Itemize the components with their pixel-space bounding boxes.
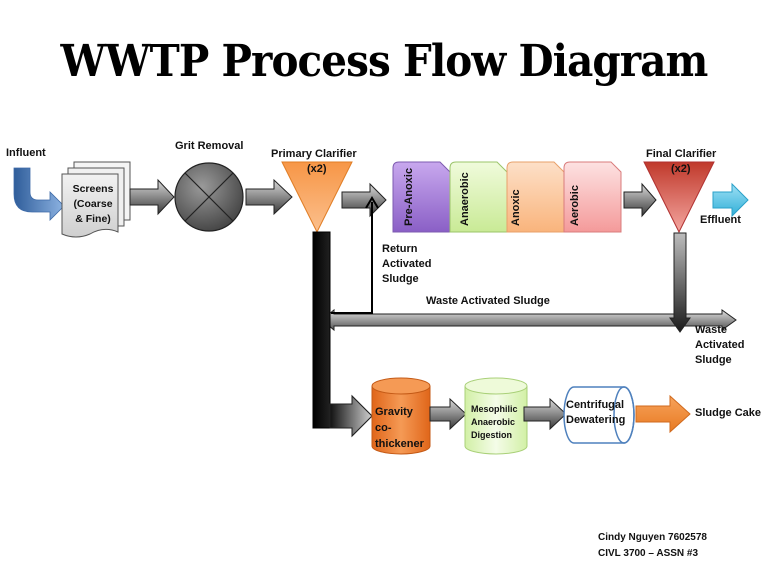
effluent-arrow bbox=[712, 182, 749, 218]
influent-arrow bbox=[13, 167, 65, 221]
screens-label-line: & Fine) bbox=[75, 213, 111, 225]
screens-label-line: (Coarse bbox=[73, 198, 113, 210]
digestion-label-line: Anaerobic bbox=[471, 417, 516, 427]
primary-clarifier-count: (x2) bbox=[307, 163, 327, 175]
basin-label-aerobic: Aerobic bbox=[569, 185, 581, 226]
arrow-primary-to-basins bbox=[341, 182, 387, 218]
arrow-grit-to-primary bbox=[245, 178, 293, 216]
final-clarifier-icon bbox=[643, 161, 715, 234]
primary-clarifier-label: Primary Clarifier bbox=[271, 148, 357, 160]
page-title: WWTP Process Flow Diagram bbox=[60, 36, 709, 87]
primary-clarifier-icon bbox=[281, 161, 353, 234]
digestion-label: Mesophilic Anaerobic Digestion bbox=[471, 403, 518, 442]
screens-label-line: Screens bbox=[72, 183, 114, 195]
return-activated-sludge-line bbox=[331, 202, 373, 314]
was-label-line: Activated bbox=[695, 339, 745, 351]
author-line: Cindy Nguyen 7602578 bbox=[598, 532, 707, 543]
basin-anaerobic bbox=[449, 161, 508, 233]
digestion-label-line: Digestion bbox=[471, 430, 513, 440]
final-clarifier-count: (x2) bbox=[671, 163, 691, 175]
was-label-line: Waste bbox=[695, 324, 727, 336]
dewatering-label-line: Dewatering bbox=[566, 414, 626, 426]
arrow-basins-to-final bbox=[623, 182, 657, 218]
basin-anoxic bbox=[506, 161, 565, 233]
waste-activated-sludge-label: Waste Activated Sludge bbox=[426, 295, 550, 307]
final-clarifier-label: Final Clarifier bbox=[646, 148, 717, 160]
grit-removal-icon bbox=[174, 162, 244, 232]
ras-label-line: Return bbox=[382, 243, 418, 255]
thickener-label-line: co- bbox=[375, 422, 392, 434]
final-clarifier-sludge-pipe bbox=[669, 232, 691, 333]
return-activated-sludge-label: Return Activated Sludge bbox=[382, 242, 432, 287]
grit-removal-label: Grit Removal bbox=[175, 140, 244, 152]
basin-pre-anoxic bbox=[392, 161, 451, 233]
thickener-label-line: Gravity bbox=[375, 406, 413, 418]
basin-label-anoxic: Anoxic bbox=[510, 189, 522, 226]
screens-label: Screens (Coarse & Fine) bbox=[70, 182, 116, 227]
ras-label-line: Activated bbox=[382, 258, 432, 270]
basin-label-pre-anoxic: Pre-Anoxic bbox=[403, 168, 415, 226]
footer: Cindy Nguyen 7602578 CIVL 3700 – ASSN #3 bbox=[598, 530, 707, 562]
screens-icon bbox=[61, 161, 131, 238]
course-line: CIVL 3700 – ASSN #3 bbox=[598, 548, 699, 559]
influent-label: Influent bbox=[6, 147, 46, 159]
arrow-screens-to-grit bbox=[129, 178, 175, 216]
sludge-cake-arrow bbox=[635, 394, 691, 434]
sludge-cake-label: Sludge Cake bbox=[695, 407, 762, 419]
basin-label-anaerobic: Anaerobic bbox=[459, 172, 471, 226]
basin-aerobic bbox=[563, 161, 622, 233]
arrow-digestion-to-dewatering bbox=[523, 397, 567, 431]
arrow-thickener-to-digestion bbox=[429, 397, 467, 431]
thickener-label-line: thickener bbox=[375, 438, 424, 450]
dewatering-label-line: Centrifugal bbox=[566, 399, 625, 411]
waste-activated-sludge-right-label: Waste Activated Sludge bbox=[695, 323, 745, 368]
gravity-cothickener-label: Gravity co- thickener bbox=[375, 404, 424, 452]
effluent-label: Effluent bbox=[700, 214, 741, 226]
digester-icon bbox=[464, 377, 528, 455]
centrifugal-dewatering-icon bbox=[563, 386, 635, 444]
dewatering-label: Centrifugal Dewatering bbox=[566, 398, 625, 428]
gravity-cothickener-icon bbox=[371, 377, 431, 455]
digestion-label-line: Mesophilic bbox=[471, 404, 518, 414]
was-label-line: Sludge bbox=[695, 354, 732, 366]
ras-label-line: Sludge bbox=[382, 273, 419, 285]
